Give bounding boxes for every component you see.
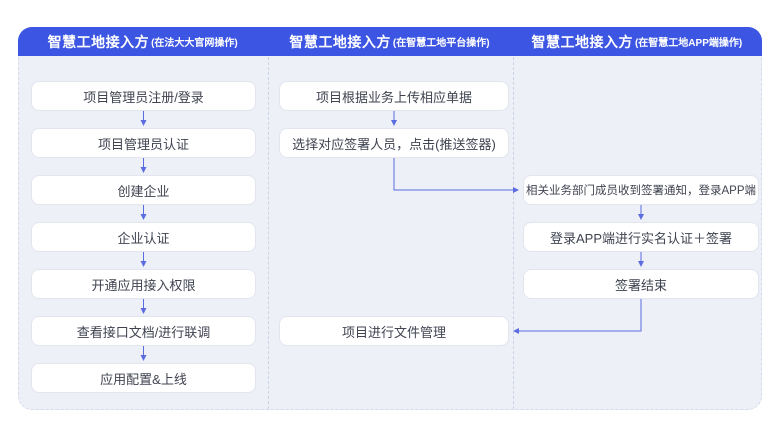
column-title: 智慧工地接入方: [289, 33, 391, 50]
flow-header: 智慧工地接入方 (在法大大官网操作) 智慧工地接入方 (在智慧工地平台操作) 智…: [18, 27, 762, 56]
step-upload-documents: 项目根据业务上传相应单据: [279, 81, 509, 111]
step-open-app-access: 开通应用接入权限: [31, 269, 256, 299]
column-header-fadada-web: 智慧工地接入方 (在法大大官网操作): [18, 27, 267, 56]
step-view-api-docs-debug: 查看接口文档/进行联调: [31, 316, 256, 346]
arrow-sign-to-files: [513, 299, 642, 334]
column-title: 智慧工地接入方: [531, 33, 633, 50]
column-title: 智慧工地接入方: [47, 33, 150, 50]
column-subtitle: (在智慧工地平台操作): [392, 38, 490, 49]
step-file-management: 项目进行文件管理: [279, 316, 509, 346]
step-sign-complete: 签署结束: [523, 269, 759, 299]
arrow-push-to-app: [393, 158, 519, 193]
column-subtitle: (在智慧工地APP端操作): [634, 38, 743, 49]
column-header-platform: 智慧工地接入方 (在智慧工地平台操作): [267, 27, 511, 56]
step-admin-verify: 项目管理员认证: [31, 128, 256, 158]
flowchart-panel: 智慧工地接入方 (在法大大官网操作) 智慧工地接入方 (在智慧工地平台操作) 智…: [18, 27, 762, 410]
step-admin-register-login: 项目管理员注册/登录: [31, 81, 256, 111]
step-enterprise-verify: 企业认证: [31, 222, 256, 252]
column-separator: [513, 57, 514, 409]
column-subtitle: (在法大大官网操作): [151, 38, 238, 49]
step-select-signers-push: 选择对应签署人员，点击(推送签器): [279, 128, 509, 158]
step-app-realname-sign: 登录APP端进行实名认证＋签署: [523, 222, 759, 252]
step-create-enterprise: 创建企业: [31, 175, 256, 205]
step-app-config-launch: 应用配置&上线: [31, 363, 256, 393]
column-header-app: 智慧工地接入方 (在智慧工地APP端操作): [512, 27, 762, 56]
step-members-receive-notice: 相关业务部门成员收到签署通知，登录APP端: [523, 175, 759, 205]
column-separator: [268, 57, 269, 409]
